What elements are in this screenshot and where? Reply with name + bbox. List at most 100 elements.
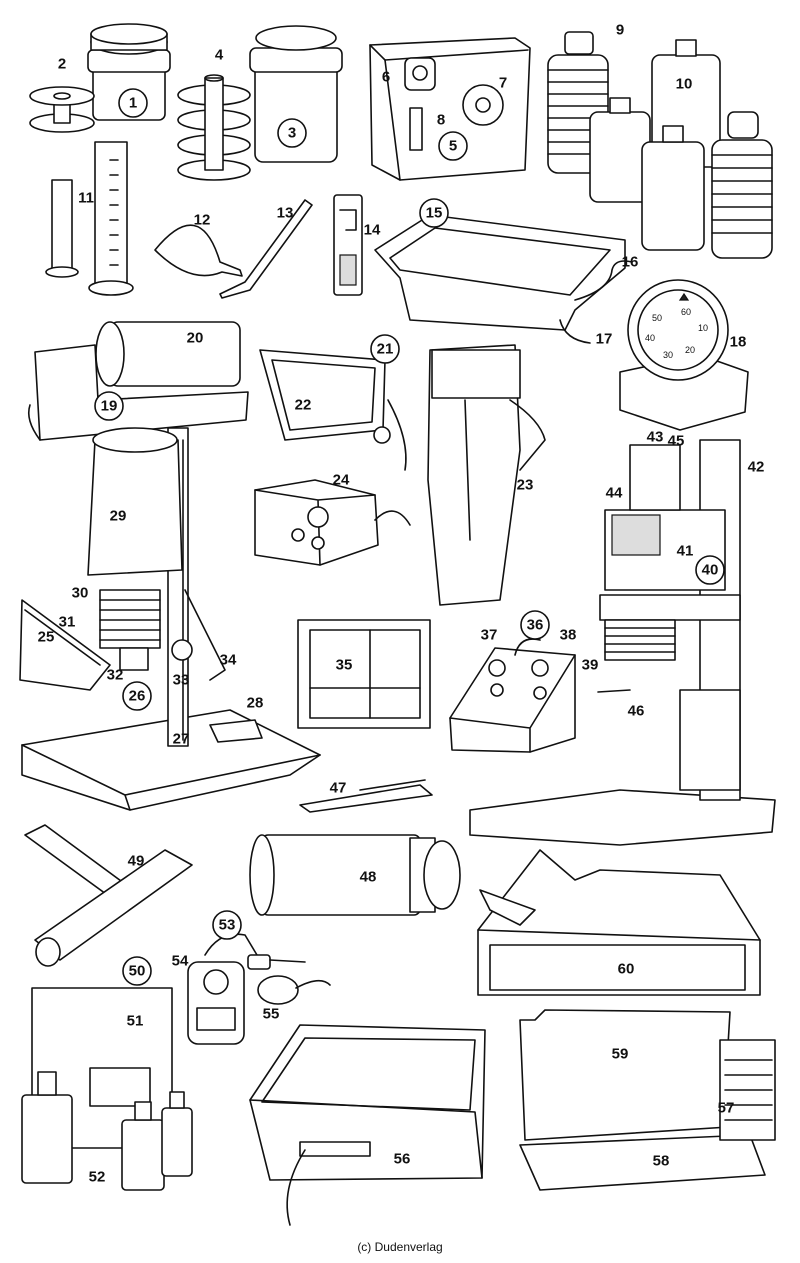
- film-clip: [333, 194, 363, 296]
- label-38: 38: [560, 627, 577, 644]
- label-23: 23: [517, 477, 534, 494]
- multi-reel-stack: [177, 74, 251, 181]
- print-washer: [249, 1024, 486, 1226]
- label-53: 53: [219, 917, 236, 934]
- label-44: 44: [606, 485, 623, 502]
- developing-tank: [87, 23, 171, 121]
- label-29: 29: [110, 508, 127, 525]
- label-10: 10: [676, 76, 693, 93]
- changing-bag: [427, 344, 546, 606]
- chemical-bottles: [589, 39, 773, 259]
- label-18: 18: [730, 334, 747, 351]
- measuring-cylinders: [45, 141, 134, 296]
- label-17: 17: [596, 331, 613, 348]
- label-60: 60: [618, 961, 635, 978]
- daylight-loading-tank: [369, 37, 531, 181]
- label-1: 1: [129, 95, 137, 112]
- darkroom-timer: [619, 279, 749, 431]
- label-13: 13: [277, 205, 294, 222]
- label-51: 51: [127, 1013, 144, 1030]
- label-8: 8: [437, 112, 445, 129]
- label-20: 20: [187, 330, 204, 347]
- color-enlarger: [469, 439, 776, 846]
- label-32: 32: [107, 667, 124, 684]
- film-reel: [29, 86, 95, 133]
- part-numbers: 1 2 3 4 5 6 7 8 9 10 11 12 13 14 15 16 1…: [38, 22, 765, 1186]
- copyright-credit: (c) Dudenverlag: [357, 1240, 443, 1254]
- label-55: 55: [263, 1006, 280, 1023]
- tray-left: [19, 599, 111, 691]
- electronic-timer: [254, 479, 411, 566]
- label-33: 33: [173, 672, 190, 689]
- label-19: 19: [101, 398, 118, 415]
- label-59: 59: [612, 1046, 629, 1063]
- timer-mark-10: 10: [698, 323, 708, 333]
- label-41: 41: [677, 543, 694, 560]
- squeegee-roller: [24, 824, 193, 967]
- label-7: 7: [499, 75, 507, 92]
- label-15: 15: [426, 205, 443, 222]
- circled-callouts: [94, 88, 725, 986]
- label-6: 6: [382, 69, 390, 86]
- label-46: 46: [628, 703, 645, 720]
- timer-mark-50: 50: [652, 313, 662, 323]
- label-4: 4: [215, 47, 224, 64]
- label-25: 25: [38, 629, 55, 646]
- label-39: 39: [582, 657, 599, 674]
- label-9: 9: [616, 22, 624, 39]
- label-54: 54: [172, 953, 189, 970]
- label-56: 56: [394, 1151, 411, 1168]
- timer-dial-numbers: 60 50 40 30 20 10: [645, 307, 708, 360]
- label-36: 36: [527, 617, 544, 634]
- label-43: 43: [647, 429, 664, 446]
- developing-dish: [374, 214, 633, 344]
- timer-mark-40: 40: [645, 333, 655, 343]
- label-3: 3: [288, 125, 296, 142]
- print-tongs: [299, 779, 433, 813]
- enlarger: [21, 427, 321, 811]
- label-40: 40: [702, 562, 719, 579]
- label-11: 11: [78, 190, 94, 207]
- label-14: 14: [364, 222, 381, 239]
- label-21: 21: [377, 341, 394, 358]
- thermometer: [219, 199, 313, 299]
- label-27: 27: [173, 731, 190, 748]
- label-42: 42: [748, 459, 765, 476]
- label-45: 45: [668, 433, 685, 450]
- label-2: 2: [58, 56, 66, 73]
- color-analyzer-console: [449, 638, 576, 753]
- label-49: 49: [128, 853, 145, 870]
- label-57: 57: [718, 1100, 735, 1117]
- print-dryer: [259, 349, 407, 471]
- drum-processor: [27, 321, 249, 441]
- label-12: 12: [194, 212, 211, 229]
- label-34: 34: [220, 652, 237, 669]
- label-5: 5: [449, 138, 457, 155]
- enlarger-light-box: [477, 849, 761, 996]
- timer-mark-30: 30: [663, 350, 673, 360]
- label-24: 24: [333, 472, 350, 489]
- funnel: [154, 224, 243, 277]
- label-47: 47: [330, 780, 347, 797]
- contact-printer: [519, 1009, 776, 1191]
- label-37: 37: [481, 627, 498, 644]
- label-50: 50: [129, 963, 146, 980]
- timer-mark-20: 20: [685, 345, 695, 355]
- label-58: 58: [653, 1153, 670, 1170]
- label-35: 35: [336, 657, 353, 674]
- label-52: 52: [89, 1169, 106, 1186]
- enlarging-easel: [297, 619, 431, 729]
- label-16: 16: [622, 254, 639, 271]
- label-31: 31: [59, 614, 76, 631]
- large-developing-tank: [249, 25, 343, 163]
- photo-paper-and-chemicals: [21, 987, 193, 1191]
- drum-cylinder: [249, 834, 461, 916]
- label-30: 30: [72, 585, 89, 602]
- label-26: 26: [129, 688, 146, 705]
- label-28: 28: [247, 695, 264, 712]
- label-22: 22: [295, 397, 312, 414]
- exposure-meter: [187, 933, 331, 1045]
- timer-mark-60: 60: [681, 307, 691, 317]
- label-48: 48: [360, 869, 377, 886]
